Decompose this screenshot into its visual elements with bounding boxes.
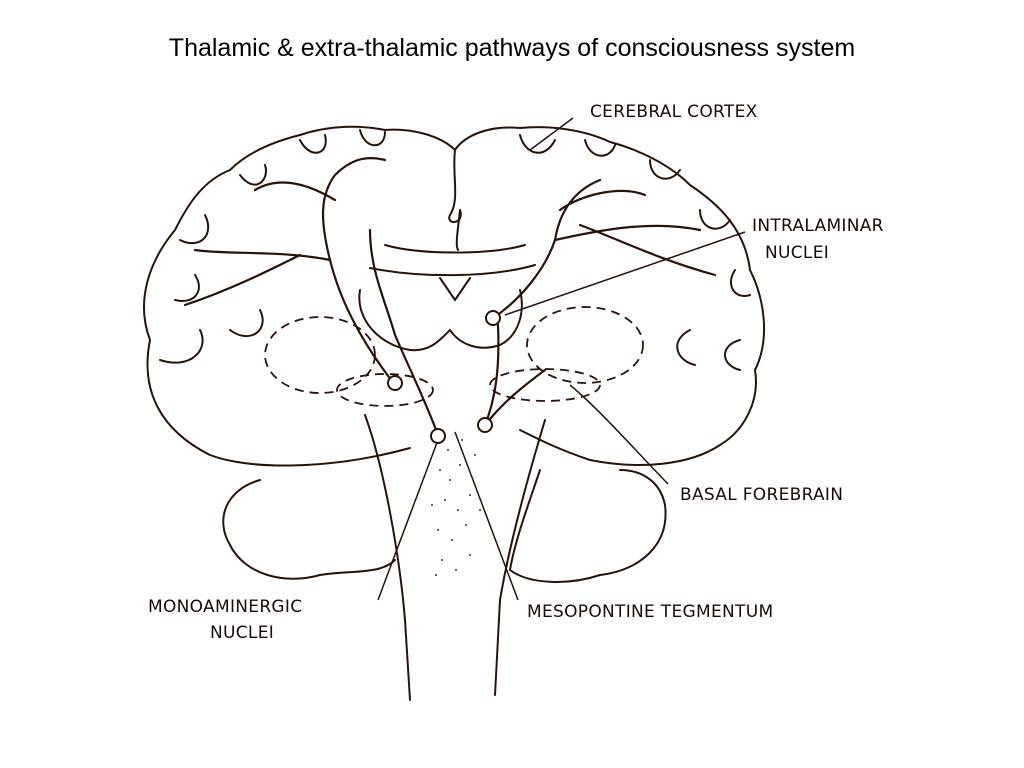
left-temporal-lobe: [222, 479, 396, 580]
right-thalamus-region: [489, 368, 601, 402]
monoaminergic-leader: [377, 439, 439, 601]
left-basal-ganglia: [264, 316, 376, 394]
intralaminar-leader: [504, 231, 746, 316]
right-extrathalamic-pathway: [483, 323, 500, 427]
cerebral-cortex-leader: [529, 117, 574, 151]
intralaminar-node: [485, 310, 501, 326]
label-mesopontine: MESOPONTINE TEGMENTUM: [527, 602, 773, 622]
brainstem-left-edge: [364, 414, 411, 701]
label-intralaminar-1: INTRALAMINAR: [752, 216, 884, 236]
slide-title: Thalamic & extra-thalamic pathways of co…: [168, 34, 856, 62]
reticular-stipple: [431, 439, 481, 576]
basal-forebrain-pathway: [483, 368, 547, 427]
monoaminergic-node: [430, 428, 446, 444]
left-extrathalamic-pathway: [368, 228, 440, 437]
right-gyri: [519, 134, 751, 371]
left-gyri: [159, 129, 386, 364]
ventricle: [358, 289, 523, 352]
label-cerebral-cortex: CEREBRAL CORTEX: [590, 102, 758, 122]
right-thalamic-pathway: [491, 178, 717, 320]
label-monoaminergic-1: MONOAMINERGIC: [148, 597, 302, 617]
mesopontine-node: [477, 417, 493, 433]
label-intralaminar-2: NUCLEI: [765, 243, 829, 263]
midline-fissure: [448, 149, 462, 251]
basal-forebrain-leader: [569, 384, 669, 485]
brain-outline: [143, 125, 765, 467]
left-thalamic-node: [387, 375, 403, 391]
corpus-callosum: [369, 244, 536, 301]
label-monoaminergic-2: NUCLEI: [210, 623, 274, 643]
right-temporal-lobe: [509, 469, 667, 583]
left-thalamic-pathway: [183, 157, 397, 387]
mesopontine-leader: [454, 431, 519, 601]
right-basal-ganglia: [526, 306, 644, 384]
left-thalamus-region: [336, 373, 434, 407]
label-basal-forebrain: BASAL FOREBRAIN: [680, 485, 843, 505]
brainstem-right-edge: [494, 419, 546, 696]
